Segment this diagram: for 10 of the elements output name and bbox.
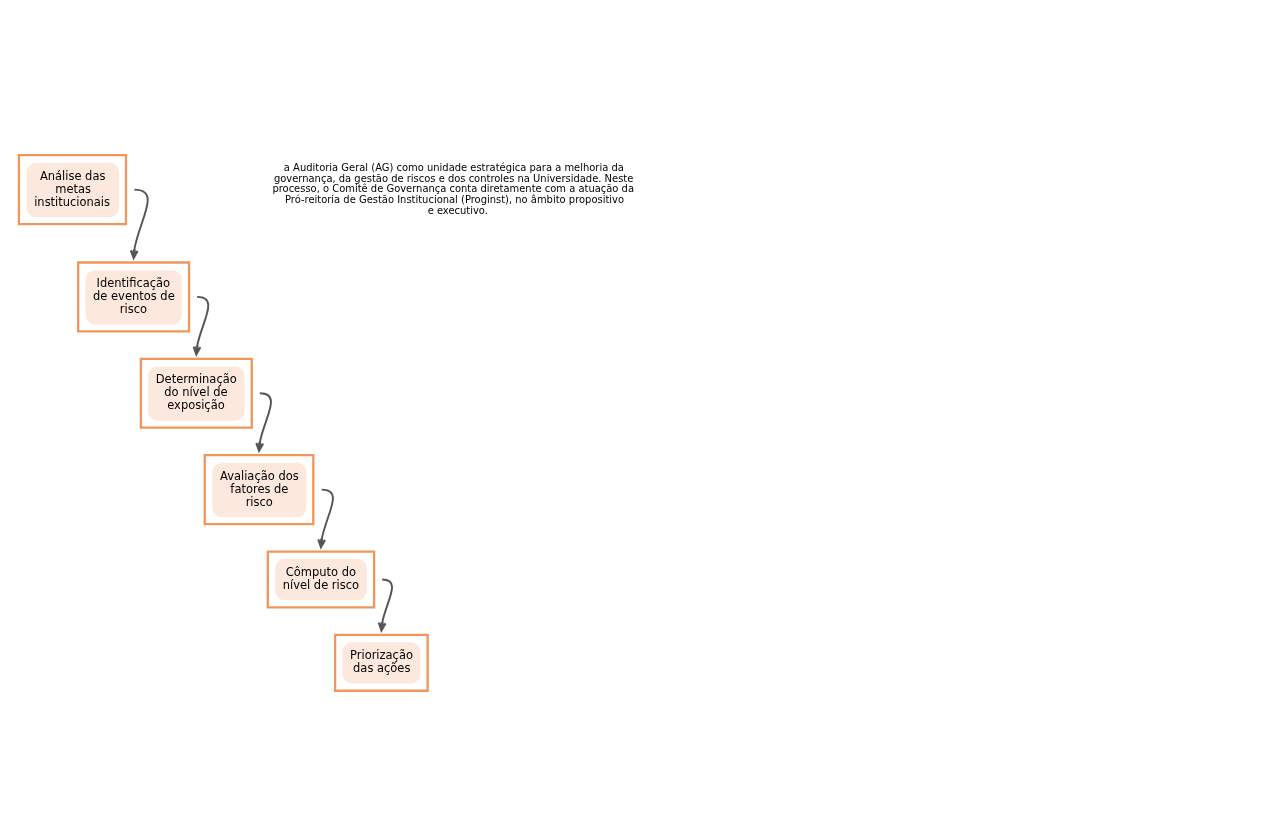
arrow (192, 295, 210, 356)
node-box: Cômputo do nível de risco (266, 549, 376, 609)
node-box: Identificação de eventos de risco (77, 260, 191, 332)
node-box: Priorização das ações (333, 633, 429, 692)
label: a Auditoria Geral (AG) como unidade estratégica para a melhoria da governança, da gestão de riscos e dos controles na Universidade. Neste processo, o Comitê de Governança conta diretamente com a atuação da Pró-reitoria de Gestão Institucional (Proginst), no âmbito propositivo e executivo. (272, 161, 635, 216)
node-box: Avaliação dos fatores de risco (203, 453, 315, 525)
node-box: Determinação do nível de exposição (139, 357, 253, 429)
node-box: Análise das metas institucionais (17, 153, 128, 225)
arrow (317, 488, 334, 548)
arrow (129, 188, 149, 259)
